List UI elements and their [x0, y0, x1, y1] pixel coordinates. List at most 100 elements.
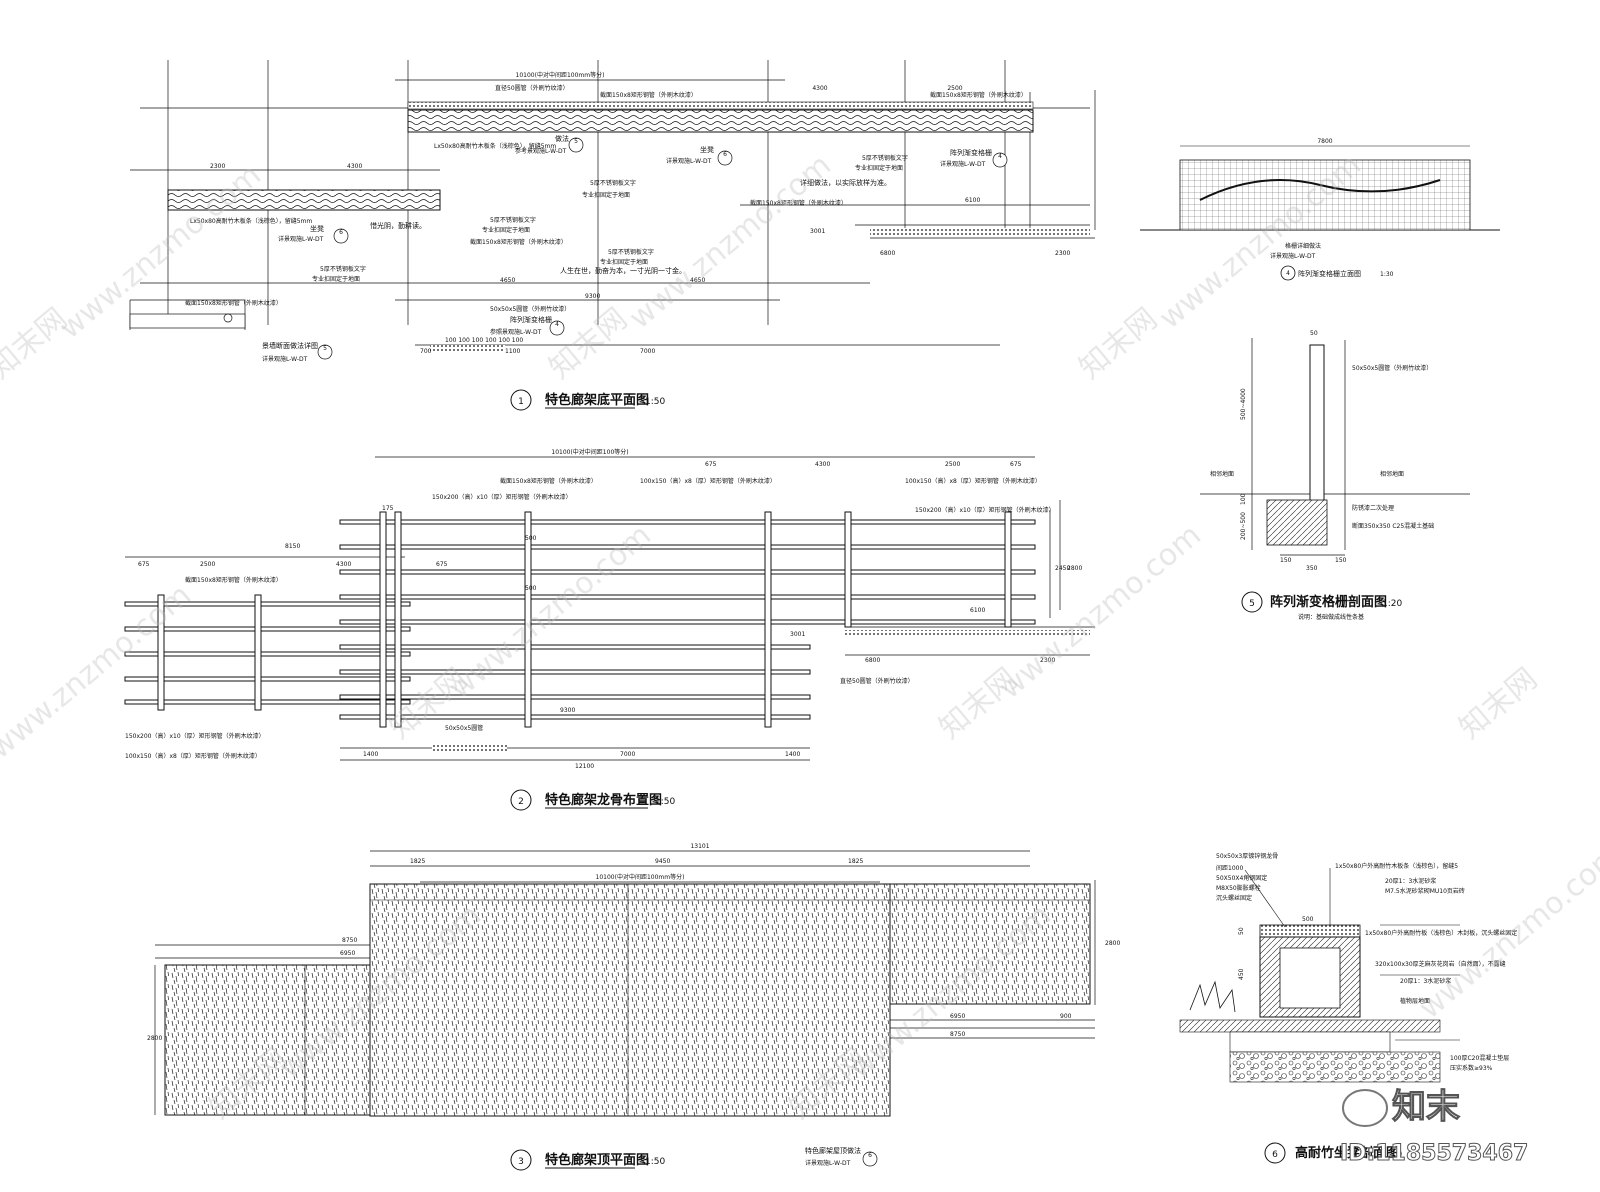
v6-l1: 50x50x3厚镀锌钢龙骨	[1216, 852, 1278, 860]
v1-seat-ref-a: 详景观施L-W-DT	[666, 157, 712, 165]
v2-sec150-a: 截面150x8矩形钢管（外刷木纹漆）	[500, 477, 597, 485]
v2-title-number-circle	[510, 789, 532, 811]
v2-dim-2500: 2500	[945, 461, 960, 468]
v1-wall-ref: 详景观施L-W-DT	[262, 355, 308, 363]
v2-dim-2800: 2800	[1067, 565, 1082, 572]
v2-sec150x200-a: 150x200（高）x10（厚）矩形钢管（外刷木纹漆）	[432, 493, 572, 501]
v1-dim-6100: 6100	[965, 197, 980, 204]
v5-ground-2: 相邻地面	[1380, 470, 1404, 478]
v1-dim-4650-a: 4650	[500, 277, 515, 284]
v1-hand-3: 人生在世，勤奋为本，一寸光阴一寸金。	[560, 266, 686, 275]
v6-title: 高耐竹坐凳剖面图	[1295, 1145, 1399, 1161]
v3-roof-ref: 详景观施L-W-DT	[805, 1159, 851, 1167]
v1-wall-detail: 景墙断面做法详图	[262, 341, 318, 350]
v5-scale: 1:20	[1382, 599, 1402, 609]
v1-top-dim: 10100(中对中间距100mm等分)	[516, 71, 605, 79]
v2-sec100x150-a: 100x150（高）x8（厚）矩形钢管（外刷木纹漆）	[640, 477, 776, 485]
v1-pipe50: 直径50圆管（外刷竹纹漆）	[495, 84, 569, 92]
v5-title-number-circle	[1241, 591, 1263, 613]
v1-bamboo-b: Lx50x80高耐竹木板条（浅棕色），留缝5mm	[190, 217, 312, 225]
view-5-grille-section: 50 50x50x5圆管（外刷竹纹漆） 相邻地面 相邻地面 防锈漆二次处理 断面…	[1200, 330, 1470, 621]
v2-dim-2500-b: 2500	[200, 561, 215, 568]
watermark-brand-6: 知末网	[1453, 661, 1544, 746]
v4-note: 格栅详细做法	[1285, 242, 1321, 250]
v1-steel-fix-d: 专业扣固定于地面	[482, 226, 530, 234]
v5-note: 说明：基础做成线性条基	[1298, 613, 1364, 621]
v1-seat-symbol-b	[333, 228, 349, 244]
v1-grille-a: 阵列渐变格栅	[950, 148, 992, 157]
v6-l5: 沉头螺丝固定	[1216, 894, 1252, 902]
v3-title-number: 3	[518, 1157, 524, 1167]
v1-sec150-d: 截面150x8矩形钢管（外刷木纹漆）	[470, 238, 567, 246]
watermark-brand-2: 知末网	[543, 301, 634, 386]
v1-dim-4300: 4300	[812, 85, 827, 92]
v4-scale: 1:30	[1380, 271, 1394, 278]
v2-scale: 1:50	[655, 797, 675, 807]
v2-sec150x200-b: 150x200（高）x10（厚）矩形钢管（外刷木纹漆）	[915, 506, 1055, 514]
v2-dim-6800: 6800	[865, 657, 880, 664]
v1-hand-2: 详细做法，以实际放样为准。	[800, 178, 891, 187]
v4-title-number-circle	[1280, 265, 1296, 281]
v2-title: 特色廊架龙骨布置图	[545, 792, 662, 808]
v5-dim-200-500: 200~500	[1240, 512, 1247, 540]
v2-dim-175: 175	[382, 505, 394, 512]
watermark-site-2: www.znzmo.com	[623, 148, 838, 337]
v1-dim-700: 700	[420, 348, 432, 355]
v5-dim-350: 350	[1306, 565, 1318, 572]
v1-scale: 1:50	[645, 397, 665, 407]
v3-roof-symbol	[862, 1151, 878, 1167]
v6-l2: 间距1000	[1216, 864, 1243, 872]
v2-dim-2300: 2300	[1040, 657, 1055, 664]
v1-steel-text-e: 5厚不锈钢板文字	[608, 248, 654, 256]
v3-dim-2800-b: 2800	[147, 1035, 162, 1042]
v6-r7: 植物层地面	[1400, 997, 1430, 1005]
v4-title: 阵列渐变格栅立面图	[1298, 269, 1361, 278]
v1-dim-4300-b: 4300	[347, 163, 362, 170]
v1-grille-symbol-a-num: 4	[998, 153, 1002, 160]
v3-dim-8750-a: 8750	[342, 937, 357, 944]
v1-steel-fix-c: 专业扣固定于地面	[312, 275, 360, 283]
view-2-frame-layout: 10100(中对中间距100等分) 675 4300 2500 675 截面15…	[124, 448, 1095, 811]
brand-logo-text: 知末	[1392, 1087, 1460, 1127]
v1-grid-dims: 100 100 100 100 100 100	[445, 337, 523, 344]
v5-dim-150-b: 150	[1335, 557, 1347, 564]
v1-ref-symbol-5	[568, 137, 584, 153]
v1-sec150-b: 截面150x8矩形钢管（外刷木纹漆）	[930, 91, 1027, 99]
v3-roof: 特色廊架屋顶做法	[805, 1146, 861, 1155]
v1-dim-3001: 3001	[810, 228, 825, 235]
v1-dim-4650-b: 4650	[690, 277, 705, 284]
v4-title-number: 4	[1286, 270, 1290, 277]
v1-sec150-e: 截面150x8矩形钢管（外刷木纹漆）	[185, 299, 282, 307]
v2-sec100x150-b: 100x150（高）x8（厚）矩形钢管（外刷木纹漆）	[905, 477, 1041, 485]
v5-dim-500-4000: 500~4000	[1240, 388, 1247, 420]
v2-dim-500-a: 500	[525, 535, 537, 542]
v6-r1: 1x50x80户外高耐竹木板条（浅棕色），留缝5	[1335, 862, 1458, 870]
v1-sec150-a: 截面150x8矩形钢管（外刷木纹漆）	[600, 91, 697, 99]
v3-dim-1825-a: 1825	[410, 858, 425, 865]
v1-steel-fix-e: 专业扣固定于地面	[600, 258, 648, 266]
v3-dim-6950-a: 6950	[340, 950, 355, 957]
v1-method: 做法	[555, 134, 569, 143]
v2-dim-9300: 9300	[560, 707, 575, 714]
v3-scale: 1:50	[645, 1157, 665, 1167]
v4-ref: 详景观施L-W-DT	[1270, 252, 1316, 260]
v3-dim-6950-b: 6950	[950, 1013, 965, 1020]
v2-dim-1400-b: 1400	[785, 751, 800, 758]
v3-title: 特色廊架顶平面图	[545, 1152, 649, 1168]
v3-roof-symbol-num: 6	[868, 1152, 872, 1159]
v6-title-number-circle	[1264, 1142, 1286, 1164]
v2-sec100x150-c: 100x150（高）x8（厚）矩形钢管（外刷木纹漆）	[125, 752, 261, 760]
v5-title: 阵列渐变格栅剖面图	[1270, 594, 1387, 610]
watermark-brand-3: 知末网	[1073, 301, 1164, 386]
view-3-roof-plan: 13101 1825 9450 1825 10100(中对中间距100mm等分)…	[147, 843, 1120, 1171]
v6-dim-450: 450	[1238, 968, 1245, 980]
v2-dim-6100: 6100	[970, 607, 985, 614]
v2-dim-675-b: 675	[1010, 461, 1022, 468]
v2-pipe50: 直径50圆管（外刷竹纹漆）	[840, 677, 914, 685]
v6-r9: 压实系数≥93%	[1450, 1064, 1493, 1072]
v5-title-number: 5	[1249, 599, 1255, 609]
v1-grille-b: 阵列渐变格栅	[510, 315, 552, 324]
v2-dim-4300-b: 4300	[336, 561, 351, 568]
v2-dim-675-d: 675	[436, 561, 448, 568]
v2-dim-12100: 12100	[575, 763, 594, 770]
